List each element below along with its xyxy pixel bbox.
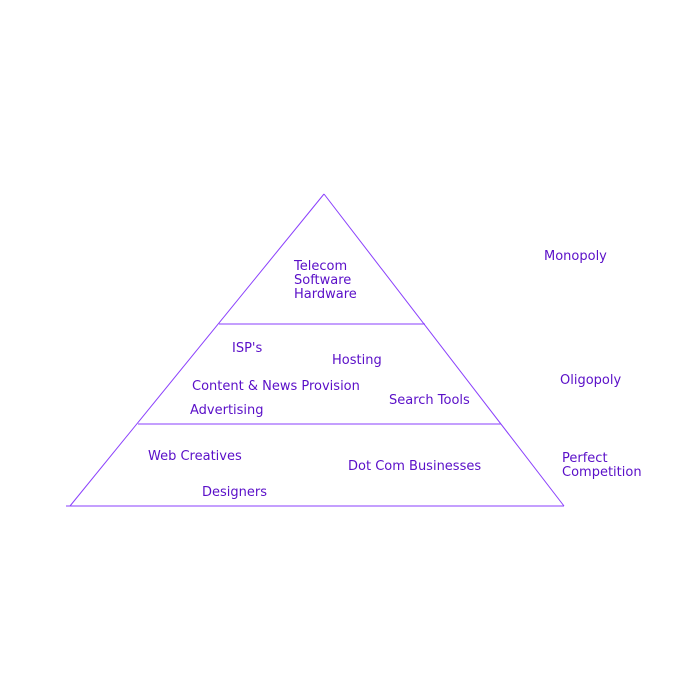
tier-item: Content & News Provision (192, 379, 360, 394)
tier-item: Advertising (190, 403, 264, 418)
tier-item: Hosting (332, 353, 382, 368)
tier-item: ISP's (232, 341, 263, 356)
pyramid-left-edge (69, 193, 325, 507)
tier-item: Telecom (294, 259, 348, 274)
market-type-perfect-competition: Perfect Competition (562, 452, 642, 480)
market-type-oligopoly: Oligopoly (560, 373, 622, 388)
pyramid-right-edge (323, 193, 565, 507)
tier-item: Dot Com Businesses (348, 459, 482, 474)
tier-item: Designers (202, 485, 267, 500)
tier-item: Web Creatives (148, 449, 242, 464)
market-type-line: Perfect (562, 451, 608, 466)
tier-top-items: Telecom Software Hardware (294, 260, 357, 302)
tier-item: Search Tools (389, 393, 470, 408)
market-type-line: Competition (562, 465, 642, 480)
tier-item: Hardware (294, 287, 357, 302)
market-type-monopoly: Monopoly (544, 249, 607, 264)
tier-item: Software (294, 273, 352, 288)
